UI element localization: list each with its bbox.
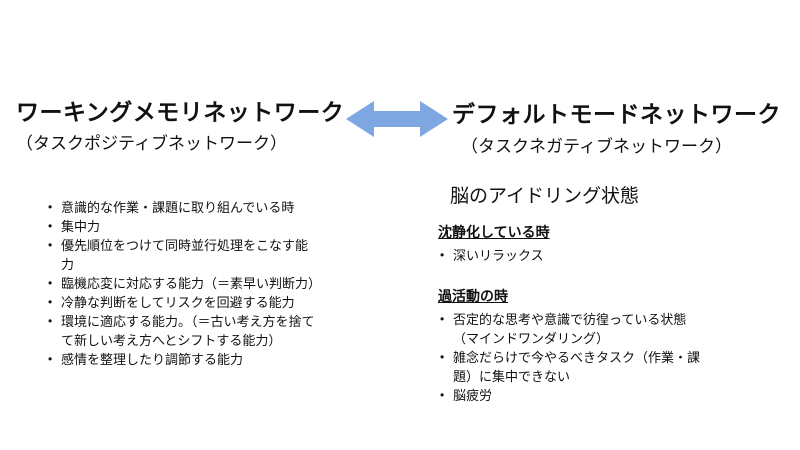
calm-section-heading: 沈静化している時: [438, 224, 550, 240]
overactive-section-bullet-list: 否定的な思考や意識で彷徨っている状態（マインドワンダリング） 雑念だらけで今やる…: [438, 311, 700, 406]
bidirectional-arrow-shape: [346, 101, 448, 137]
task-positive-subtitle: （タスクポジティブネットワーク）: [16, 134, 287, 153]
bidirectional-arrow-icon: [344, 99, 450, 139]
task-negative-subtitle: （タスクネガティブネットワーク）: [461, 137, 732, 156]
brain-idling-state-heading: 脳のアイドリング状態: [450, 186, 640, 207]
bullet-item: 環境に適応する能力。（＝古い考え方を捨てて新しい考え方へとシフトする能力）: [46, 313, 316, 351]
bullet-item: 雑念だらけで今やるべきタスク（作業・課題）に集中できない: [438, 349, 700, 387]
bullet-item: 意識的な作業・課題に取り組んでいる時: [46, 199, 316, 218]
working-memory-bullet-list: 意識的な作業・課題に取り組んでいる時 集中力 優先順位をつけて同時並行処理をこな…: [46, 199, 321, 370]
bullet-item: 冷静な判断をしてリスクを回避する能力: [46, 294, 316, 313]
calm-section-bullet-list: 深いリラックス: [438, 247, 700, 266]
default-mode-details: 沈静化している時 深いリラックス 過活動の時 否定的な思考や意識で彷徨っている状…: [438, 222, 738, 426]
overactive-section-heading: 過活動の時: [438, 287, 508, 304]
bullet-item: 優先順位をつけて同時並行処理をこなす能力: [46, 237, 316, 275]
bullet-item: 否定的な思考や意識で彷徨っている状態（マインドワンダリング）: [438, 311, 700, 349]
working-memory-network-title: ワーキングメモリネットワーク: [16, 99, 345, 125]
default-mode-network-title: デフォルトモードネットワーク: [452, 101, 781, 127]
bullet-item: 集中力: [46, 218, 316, 237]
bullet-item: 臨機応変に対応する能力（＝素早い判断力）: [46, 275, 321, 294]
bullet-item: 感情を整理したり調節する能力: [46, 351, 316, 370]
bullet-item: 深いリラックス: [438, 247, 700, 266]
bullet-item: 脳疲労: [438, 387, 700, 406]
